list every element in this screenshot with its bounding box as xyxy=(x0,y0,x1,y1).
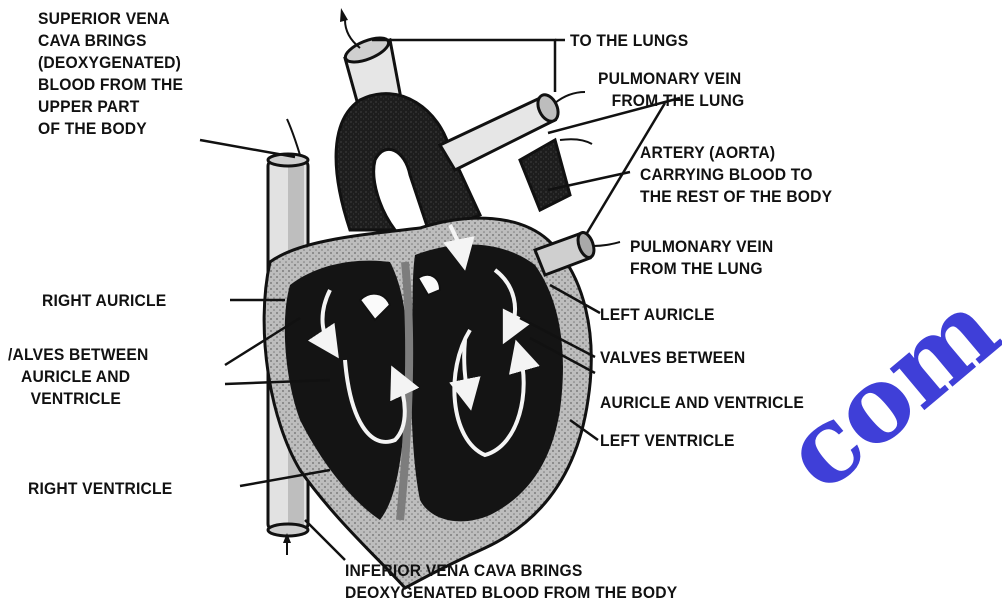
label-left-ventricle: LEFT VENTRICLE xyxy=(600,430,735,452)
heart-body xyxy=(264,218,591,588)
label-inferior-vena-cava: INFERIOR VENA CAVA BRINGS DEOXYGENATED B… xyxy=(345,560,677,604)
label-pulmonary-vein-top: PULMONARY VEIN FROM THE LUNG xyxy=(598,68,744,112)
label-valves-left: /ALVES BETWEEN AURICLE AND VENTRICLE xyxy=(8,344,148,410)
label-pulmonary-vein-bottom: PULMONARY VEIN FROM THE LUNG xyxy=(630,236,773,280)
label-right-auricle: RIGHT AURICLE xyxy=(42,290,166,312)
label-to-the-lungs: TO THE LUNGS xyxy=(570,30,688,52)
label-aorta: ARTERY (AORTA) CARRYING BLOOD TO THE RES… xyxy=(640,142,832,208)
label-right-ventricle: RIGHT VENTRICLE xyxy=(28,478,172,500)
label-left-auricle: LEFT AURICLE xyxy=(600,304,715,326)
label-superior-vena-cava: SUPERIOR VENA CAVA BRINGS (DEOXYGENATED)… xyxy=(38,8,183,140)
label-valves-right-1: VALVES BETWEEN xyxy=(600,347,745,369)
aorta-branch xyxy=(520,140,570,210)
